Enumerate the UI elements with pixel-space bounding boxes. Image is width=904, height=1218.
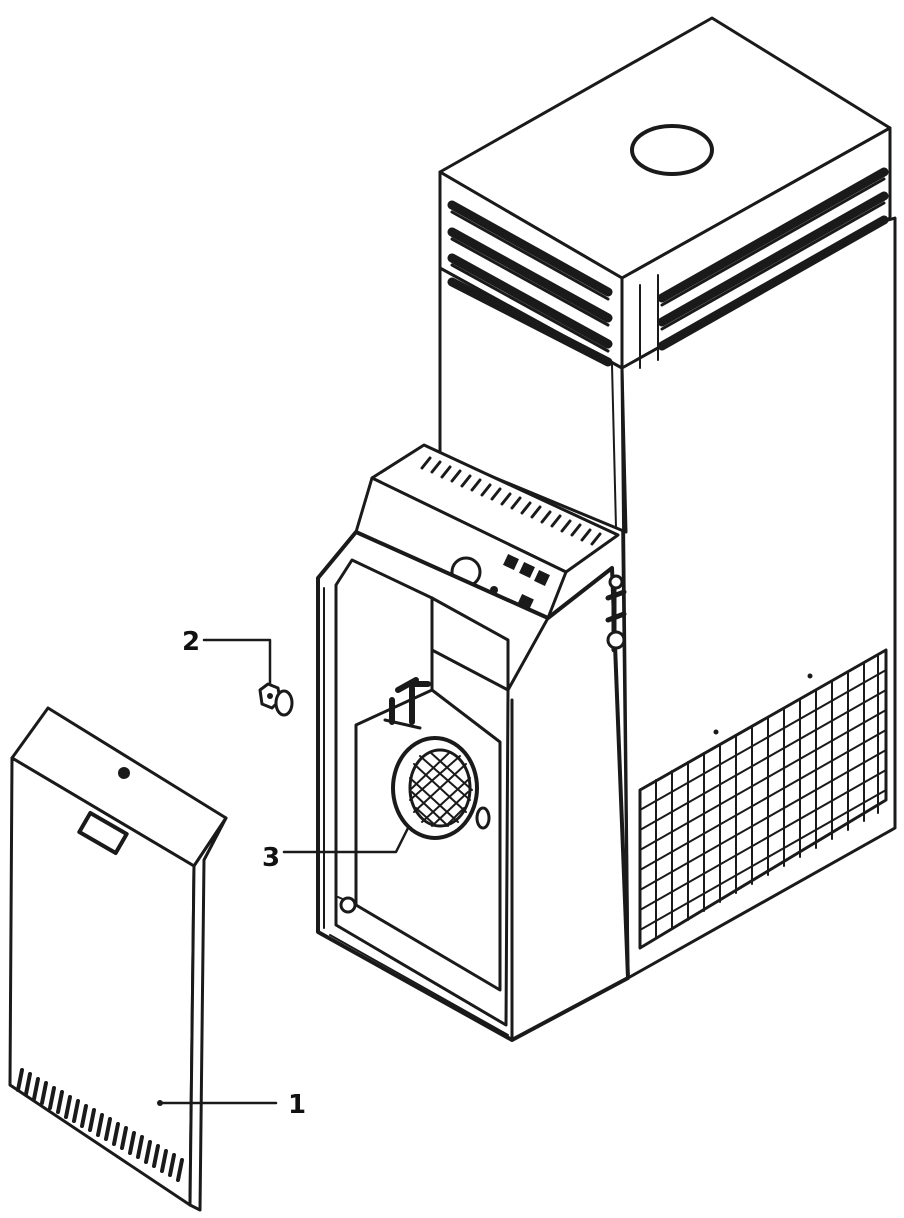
callout-3: 3: [262, 826, 410, 873]
door-handle-slot-icon: [77, 810, 129, 856]
rivet-icon: [807, 673, 813, 679]
heater-cabinet: [316, 16, 897, 1042]
control-panel-vent-slots: [420, 456, 602, 546]
top-front-louvres: [447, 200, 613, 367]
side-latch-icon: [605, 574, 627, 653]
burner-fan-assembly: [391, 736, 491, 840]
callout-2-leader: [202, 638, 272, 686]
bottom-bolt-icon: [339, 896, 357, 914]
door-side-edge: [188, 816, 228, 1212]
callout-2: 2: [182, 627, 272, 686]
callout-1-label: 1: [288, 1090, 306, 1120]
burner-fan-mesh: [409, 751, 473, 827]
callout-3-label: 3: [262, 843, 280, 873]
callout-2-label: 2: [182, 627, 200, 657]
flue-outlet-icon: [630, 124, 714, 176]
rivet-icon: [713, 729, 719, 735]
door-fixing-hole-icon: [118, 767, 130, 779]
switch-3-icon: [534, 570, 550, 586]
part-1-front-door-panel: [8, 706, 228, 1212]
side-ventilation-grille: [638, 648, 888, 950]
switch-1-icon: [503, 554, 519, 570]
part-2-nut-icon: [258, 682, 294, 717]
door-vent-slots: [16, 1068, 184, 1182]
callout-1: 1: [158, 1090, 306, 1120]
fan-motor-stub-icon: [475, 806, 491, 830]
burner-electrodes-icon: [383, 677, 431, 730]
top-side-louvres: [657, 167, 889, 351]
switch-2-icon: [519, 562, 535, 578]
callout-3-leader: [282, 826, 410, 854]
